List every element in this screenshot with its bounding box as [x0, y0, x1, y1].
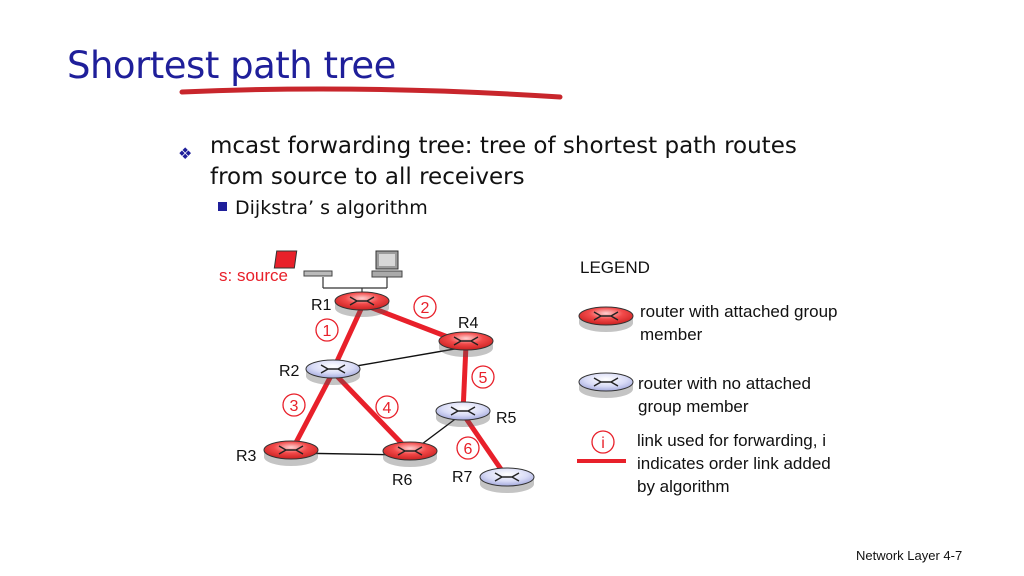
link-r1-r2 — [330, 305, 365, 372]
order-label-6: 6 — [464, 441, 473, 458]
desktop-computer-icon — [371, 250, 403, 278]
router-label-r5: R5 — [496, 410, 517, 427]
router-label-r1: R1 — [311, 297, 332, 314]
slide-footer: Network Layer 4-7 — [856, 548, 963, 563]
source-label: s: source — [219, 266, 288, 285]
order-label-1: 1 — [323, 323, 332, 340]
slide-title: Shortest path tree — [67, 44, 396, 87]
legend-nonmember-router-icon — [578, 372, 634, 399]
order-circle-1 — [315, 318, 339, 342]
diamond-bullet-icon: ❖ — [178, 144, 193, 163]
legend-link-text: link used for forwarding, i indicates or… — [637, 431, 831, 496]
lan-lines — [322, 277, 388, 296]
order-circle-3 — [282, 393, 306, 417]
order-label-3: 3 — [290, 398, 299, 415]
order-circle-6 — [456, 436, 480, 460]
legend-member-text: router with attached group member — [640, 302, 838, 344]
order-circle-2 — [413, 295, 437, 319]
router-label-r6: R6 — [392, 472, 413, 489]
order-circle-5 — [471, 365, 495, 389]
router-r3-icon — [263, 440, 319, 467]
main-bullet-text: mcast forwarding tree: tree of shortest … — [210, 133, 797, 190]
source-laptop-icon — [273, 250, 333, 277]
legend-nonmember-text: router with no attached group member — [638, 374, 811, 416]
order-circle-4 — [375, 395, 399, 419]
router-r5-icon — [435, 401, 491, 428]
router-label-r3: R3 — [236, 448, 257, 465]
link-r2-r3 — [288, 370, 336, 454]
order-label-5: 5 — [479, 370, 488, 387]
link-r2-r6 — [331, 370, 412, 454]
router-r2-icon — [305, 359, 361, 386]
router-label-r4: R4 — [458, 315, 479, 332]
legend-order-circle — [591, 430, 615, 454]
order-markers: 1 2 3 4 5 6 — [282, 295, 495, 460]
square-bullet-icon — [218, 202, 227, 211]
order-label-2: 2 — [421, 300, 430, 317]
router-r1-icon — [334, 291, 390, 318]
router-r7-icon — [479, 467, 535, 494]
legend-title: LEGEND — [580, 258, 650, 277]
order-label-4: 4 — [383, 400, 392, 417]
router-label-r2: R2 — [279, 363, 300, 380]
router-r4-icon — [438, 331, 494, 358]
legend-link-symbol: i — [601, 435, 605, 452]
legend-member-router-icon — [578, 306, 634, 333]
sub-bullet-text: Dijkstra’ s algorithm — [235, 197, 428, 219]
router-r6-icon — [382, 441, 438, 468]
router-label-r7: R7 — [452, 469, 473, 486]
